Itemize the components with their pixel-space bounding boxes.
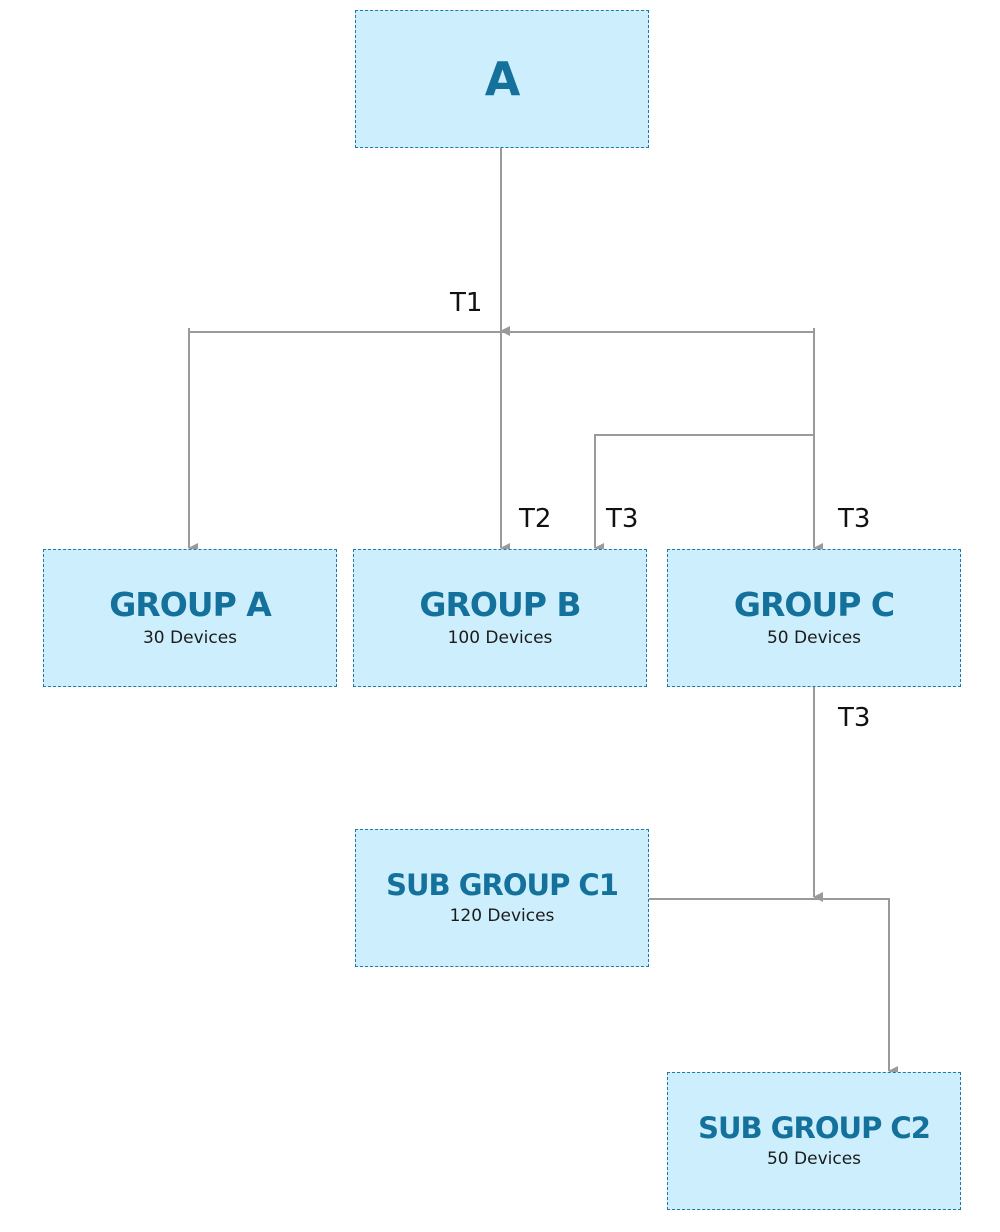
node-group-b-count: 100 Devices <box>447 627 553 648</box>
connector-sub-c1-to-sub-c2 <box>649 898 898 1076</box>
edge-label-t3-group-b: T3 <box>606 504 639 534</box>
node-group-b-title: GROUP B <box>419 585 581 625</box>
node-group-c-count: 50 Devices <box>766 627 862 648</box>
node-group-a[interactable]: GROUP A 30 Devices <box>43 549 337 687</box>
node-sub-group-c1-title: SUB GROUP C1 <box>386 868 619 903</box>
edge-label-t2: T2 <box>519 504 552 534</box>
node-group-b[interactable]: GROUP B 100 Devices <box>353 549 647 687</box>
node-group-c-title: GROUP C <box>733 585 895 625</box>
node-sub-group-c2-title: SUB GROUP C2 <box>698 1111 931 1146</box>
edge-label-t3-group-c: T3 <box>838 504 871 534</box>
edge-label-t3-sub-groups: T3 <box>838 703 871 733</box>
node-group-a-title: GROUP A <box>109 585 272 625</box>
node-sub-group-c1-count: 120 Devices <box>449 905 555 926</box>
connector-branch-to-group-b <box>594 434 814 553</box>
node-sub-group-c2-count: 50 Devices <box>766 1148 862 1169</box>
node-a[interactable]: A <box>355 10 649 148</box>
node-a-title: A <box>484 51 521 106</box>
node-sub-group-c2[interactable]: SUB GROUP C2 50 Devices <box>667 1072 961 1210</box>
node-group-a-count: 30 Devices <box>142 627 238 648</box>
edge-label-t1: T1 <box>450 288 483 318</box>
node-group-c[interactable]: GROUP C 50 Devices <box>667 549 961 687</box>
node-sub-group-c1[interactable]: SUB GROUP C1 120 Devices <box>355 829 649 967</box>
